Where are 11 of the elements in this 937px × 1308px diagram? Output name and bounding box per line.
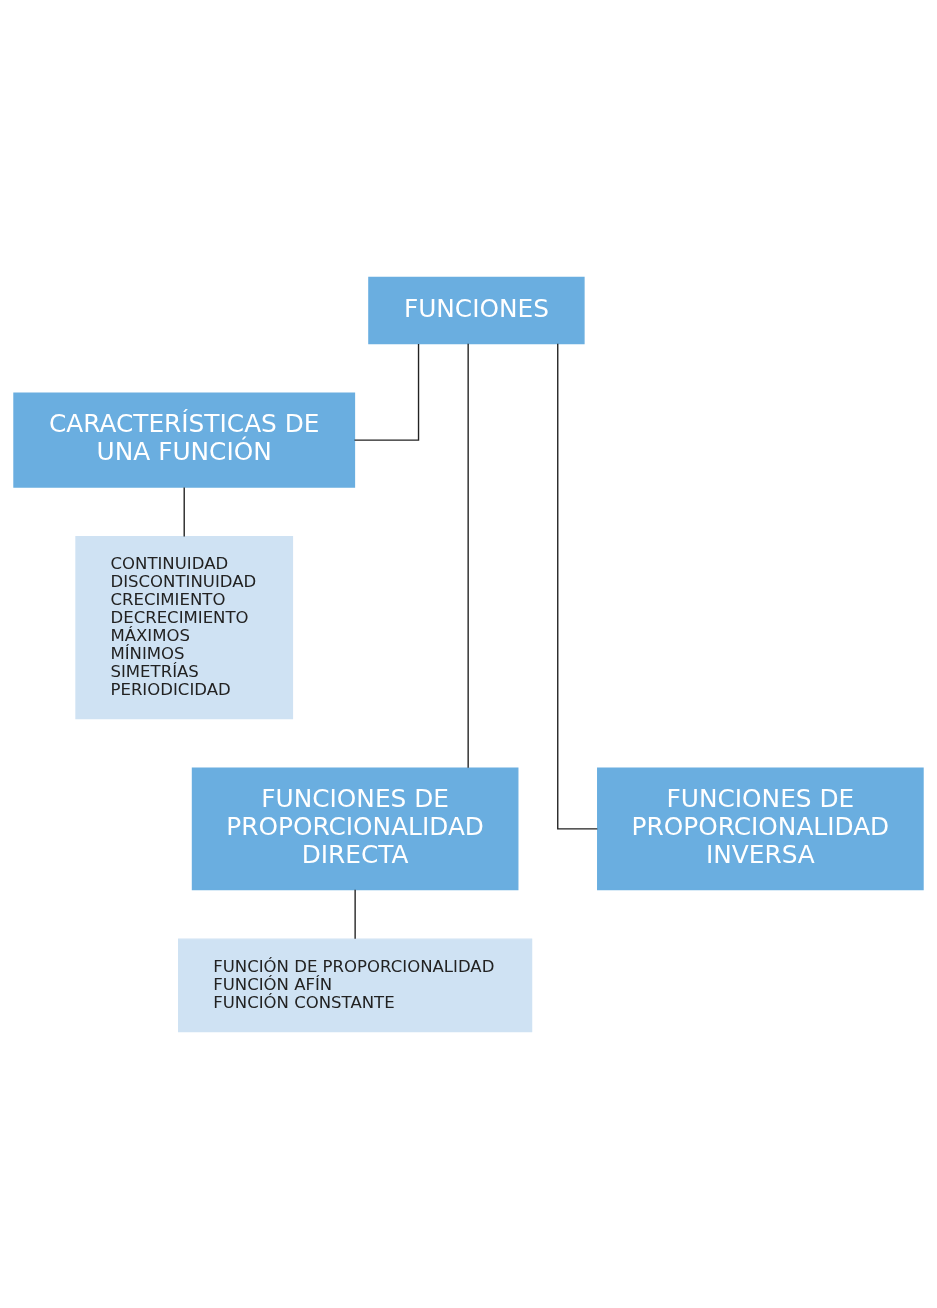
- connector: [183, 486, 185, 537]
- node-box: CARACTERÍSTICAS DE UNA FUNCIÓN: [13, 392, 356, 488]
- node-box: FUNCIÓN DE PROPORCIONALIDAD FUNCIÓN AFÍN FUNCIÓN CONSTANTE: [178, 937, 533, 1032]
- connector: [353, 342, 420, 441]
- node-box: FUNCIONES DE PROPORCIONALIDAD DIRECTA: [191, 767, 519, 890]
- node-box: FUNCIONES: [368, 276, 585, 344]
- connector: [467, 342, 469, 769]
- node-box: CONTINUIDAD DISCONTINUIDAD CRECIMIENTO DECRECIMIENTO MÁXIMOS MÍNIMOS SIMETRÍAS PERIODICIDAD: [75, 535, 294, 719]
- connector: [354, 888, 356, 940]
- connector: [557, 342, 598, 830]
- node-box: FUNCIONES DE PROPORCIONALIDAD INVERSA: [597, 767, 924, 890]
